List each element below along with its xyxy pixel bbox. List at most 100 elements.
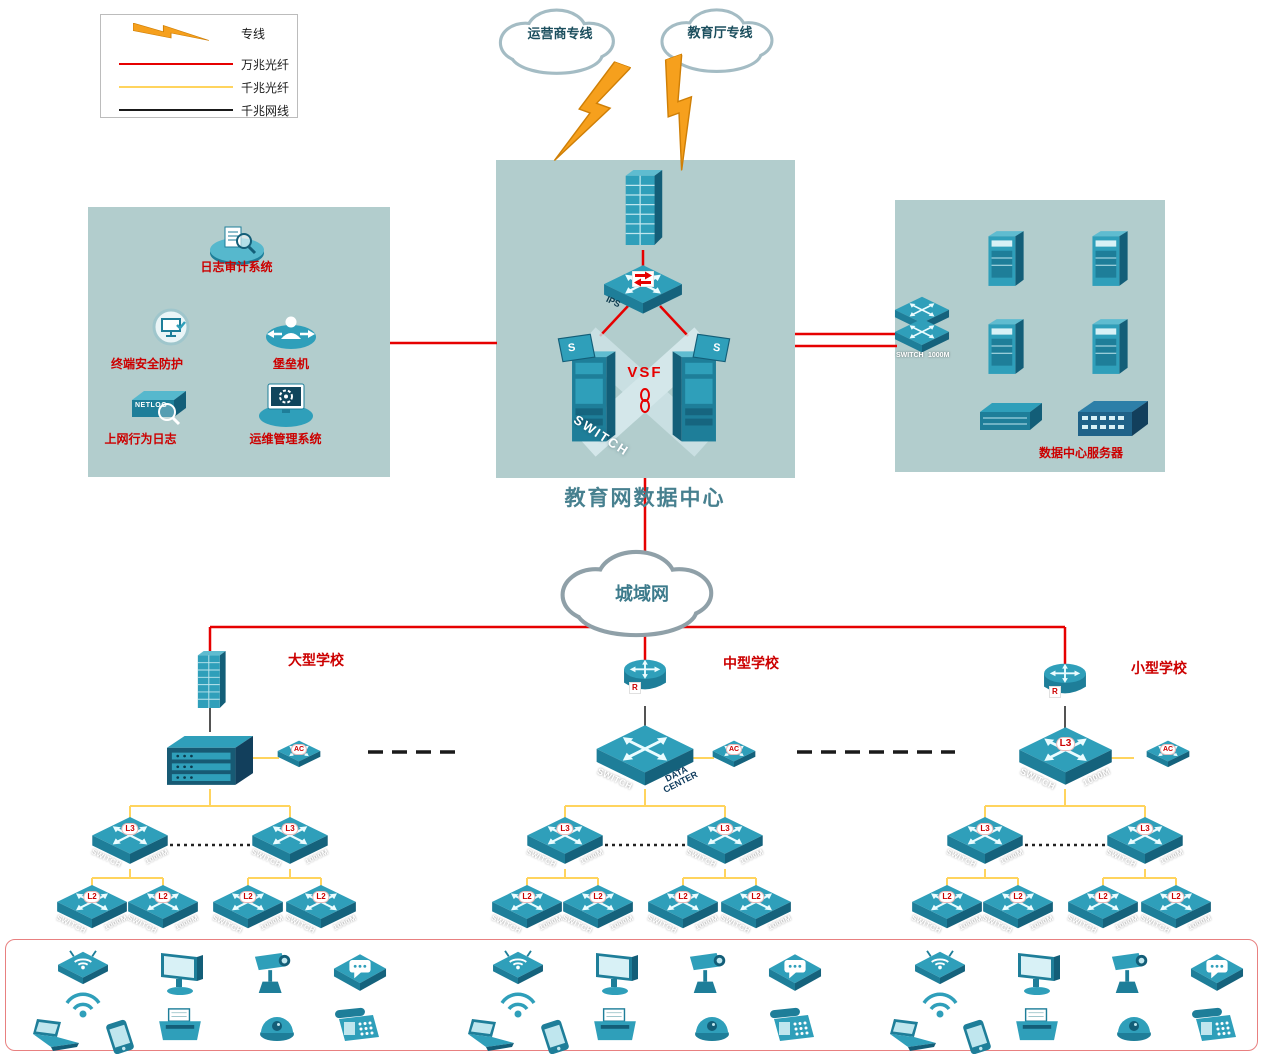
l3-switch[interactable]: L3 SWITCH 1000M bbox=[685, 816, 765, 869]
switch-type-badge: L2 bbox=[1009, 891, 1027, 903]
l2-switch[interactable]: L2 SWITCH 1000M bbox=[719, 884, 793, 935]
dome-camera[interactable] bbox=[257, 1009, 297, 1043]
large-school-core-chassis[interactable] bbox=[167, 730, 253, 787]
l2-switch[interactable]: L2 SWITCH 1000M bbox=[284, 884, 358, 935]
datacenter-rack-switch[interactable] bbox=[1076, 398, 1150, 438]
ops-management-system[interactable] bbox=[256, 382, 316, 428]
l2-switch[interactable]: L2 SWITCH 1000M bbox=[561, 884, 635, 935]
netlog-icon bbox=[132, 391, 186, 426]
l2-switch[interactable]: L2 SWITCH 1000M bbox=[981, 884, 1055, 935]
ips-switch[interactable]: IPS bbox=[603, 264, 683, 319]
switch-type-badge: L3 bbox=[556, 823, 574, 835]
log-audit-icon bbox=[210, 226, 264, 265]
servers-panel-label: 数据中心服务器 bbox=[1038, 446, 1123, 460]
medium-school-label: 中型学校 bbox=[723, 655, 779, 671]
messaging-device[interactable] bbox=[333, 953, 387, 994]
l2-switch[interactable]: L2 SWITCH 1000M bbox=[490, 884, 564, 935]
wireless-ap[interactable] bbox=[492, 949, 544, 986]
messaging-device[interactable] bbox=[768, 953, 822, 994]
phone-icon bbox=[333, 1007, 383, 1045]
l2-switch[interactable]: L2 SWITCH 1000M bbox=[646, 884, 720, 935]
dedicated-line-icon bbox=[133, 23, 209, 43]
man-cloud-label: 城域网 bbox=[615, 584, 669, 604]
smartphone-icon bbox=[959, 1016, 995, 1054]
small-school-core-switch[interactable]: L3 SWITCH 1000M bbox=[1018, 726, 1113, 792]
printer[interactable] bbox=[1014, 1007, 1060, 1043]
ptz-camera[interactable] bbox=[253, 949, 295, 997]
printer[interactable] bbox=[157, 1007, 203, 1043]
switch-type-badge: L3 bbox=[281, 823, 299, 835]
router-badge: R bbox=[629, 682, 641, 694]
datacenter-server[interactable] bbox=[1086, 228, 1132, 288]
l3-switch[interactable]: L3 SWITCH 1000M bbox=[250, 816, 330, 869]
l3-switch[interactable]: L3 SWITCH 1000M bbox=[525, 816, 605, 869]
laptop[interactable] bbox=[466, 1019, 516, 1053]
switch-type-badge: L2 bbox=[154, 891, 172, 903]
ptz-camera[interactable] bbox=[1110, 949, 1152, 997]
netlog-device[interactable]: NETLOG bbox=[128, 386, 190, 428]
desktop-monitor[interactable] bbox=[1014, 951, 1062, 997]
l2-switch[interactable]: L2 SWITCH 1000M bbox=[1066, 884, 1140, 935]
small-school-ac[interactable]: AC bbox=[1146, 740, 1190, 770]
ac-badge: AC bbox=[725, 744, 743, 755]
core-firewall[interactable] bbox=[618, 166, 668, 249]
camera-icon bbox=[253, 949, 295, 997]
dome-camera-icon bbox=[692, 1009, 732, 1043]
desk-phone[interactable] bbox=[1190, 1007, 1240, 1045]
l2-switch[interactable]: L2 SWITCH 1000M bbox=[910, 884, 984, 935]
legend-item-dedicated: 专线 bbox=[241, 27, 266, 41]
log-audit-system[interactable] bbox=[206, 224, 268, 266]
l2-switch[interactable]: L2 SWITCH 1000M bbox=[211, 884, 285, 935]
camera-icon bbox=[688, 949, 730, 997]
wireless-ap-icon bbox=[492, 949, 544, 986]
large-school-ac[interactable]: AC bbox=[277, 740, 321, 770]
small-school-router[interactable]: R bbox=[1041, 660, 1089, 700]
switch-type-badge: L2 bbox=[83, 891, 101, 903]
printer[interactable] bbox=[592, 1007, 638, 1043]
vsf-server-right[interactable]: S bbox=[668, 332, 732, 446]
medium-school-ac[interactable]: AC bbox=[712, 740, 756, 770]
switch-type-badge: L3 bbox=[121, 823, 139, 835]
laptop[interactable] bbox=[31, 1019, 81, 1053]
laptop[interactable] bbox=[888, 1019, 938, 1053]
bastion-icon bbox=[266, 316, 316, 349]
ips-arrows-icon bbox=[632, 271, 654, 287]
l3-switch[interactable]: L3 SWITCH 1000M bbox=[945, 816, 1025, 869]
switch-type-badge: L2 bbox=[1167, 891, 1185, 903]
l3-switch[interactable]: L3 SWITCH 1000M bbox=[90, 816, 170, 869]
endpoint-protection-label: 终端安全防护 bbox=[110, 357, 183, 371]
chat-icon bbox=[768, 953, 822, 994]
ptz-camera[interactable] bbox=[688, 949, 730, 997]
medium-school-router[interactable]: R bbox=[621, 656, 669, 696]
datacenter-server[interactable] bbox=[982, 228, 1028, 288]
smartphone[interactable] bbox=[102, 1016, 138, 1054]
desk-phone[interactable] bbox=[333, 1007, 383, 1045]
l2-switch[interactable]: L2 SWITCH 1000M bbox=[55, 884, 129, 935]
desktop-monitor[interactable] bbox=[592, 951, 640, 997]
l2-switch[interactable]: L2 SWITCH 1000M bbox=[126, 884, 200, 935]
wireless-ap[interactable] bbox=[914, 949, 966, 986]
dome-camera[interactable] bbox=[692, 1009, 732, 1043]
l3-switch[interactable]: L3 SWITCH 1000M bbox=[1105, 816, 1185, 869]
bastion-host[interactable] bbox=[263, 312, 319, 352]
dome-camera-icon bbox=[1114, 1009, 1154, 1043]
datacenter-server[interactable] bbox=[1086, 316, 1132, 376]
camera-icon bbox=[1110, 949, 1152, 997]
desk-phone[interactable] bbox=[768, 1007, 818, 1045]
smartphone[interactable] bbox=[959, 1016, 995, 1054]
datacenter-storage[interactable] bbox=[978, 400, 1044, 432]
l2-switch[interactable]: L2 SWITCH 1000M bbox=[1139, 884, 1213, 935]
wireless-ap[interactable] bbox=[57, 949, 109, 986]
legend-line-1g-copper bbox=[119, 109, 233, 111]
smartphone[interactable] bbox=[537, 1016, 573, 1054]
large-school-server[interactable] bbox=[192, 648, 230, 711]
legend-line-10g bbox=[119, 63, 233, 65]
datacenter-server[interactable] bbox=[982, 316, 1028, 376]
switch-type-badge: L2 bbox=[589, 891, 607, 903]
servers-access-switch-stack[interactable]: SWITCH 1000M bbox=[894, 296, 952, 370]
desktop-monitor[interactable] bbox=[157, 951, 205, 997]
dome-camera[interactable] bbox=[1114, 1009, 1154, 1043]
messaging-device[interactable] bbox=[1190, 953, 1244, 994]
endpoint-protection[interactable] bbox=[142, 306, 200, 352]
